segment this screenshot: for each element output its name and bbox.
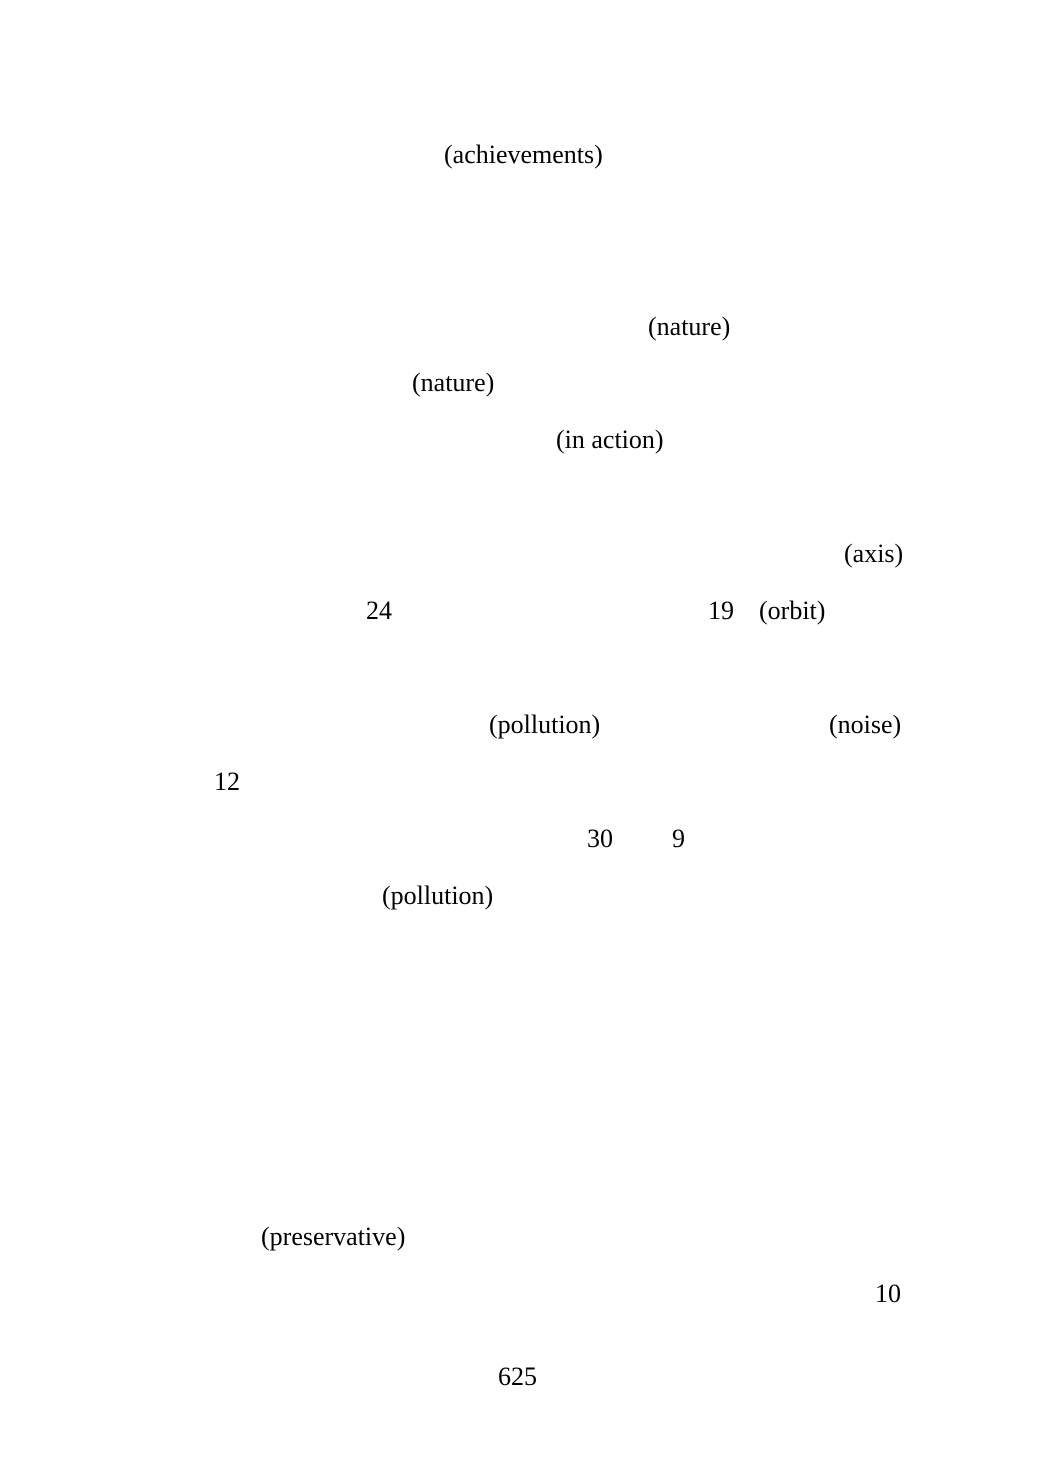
term-achievements: (achievements): [444, 140, 603, 169]
term-pollution-1: (pollution): [489, 710, 601, 739]
number-10: 10: [875, 1279, 901, 1308]
term-noise: (noise): [829, 710, 902, 739]
term-nature-2: (nature): [412, 368, 495, 397]
term-preservative: (preservative): [261, 1222, 406, 1251]
term-orbit: (orbit): [759, 596, 826, 625]
number-30: 30: [587, 824, 613, 853]
term-nature-1: (nature): [648, 312, 731, 341]
number-12: 12: [214, 767, 240, 796]
term-in-action: (in action): [556, 425, 664, 454]
number-24: 24: [366, 596, 392, 625]
number-9: 9: [672, 824, 685, 853]
term-pollution-2: (pollution): [382, 881, 494, 910]
page-number: 625: [498, 1362, 537, 1391]
number-19: 19: [708, 596, 734, 625]
term-axis: (axis): [844, 539, 904, 568]
